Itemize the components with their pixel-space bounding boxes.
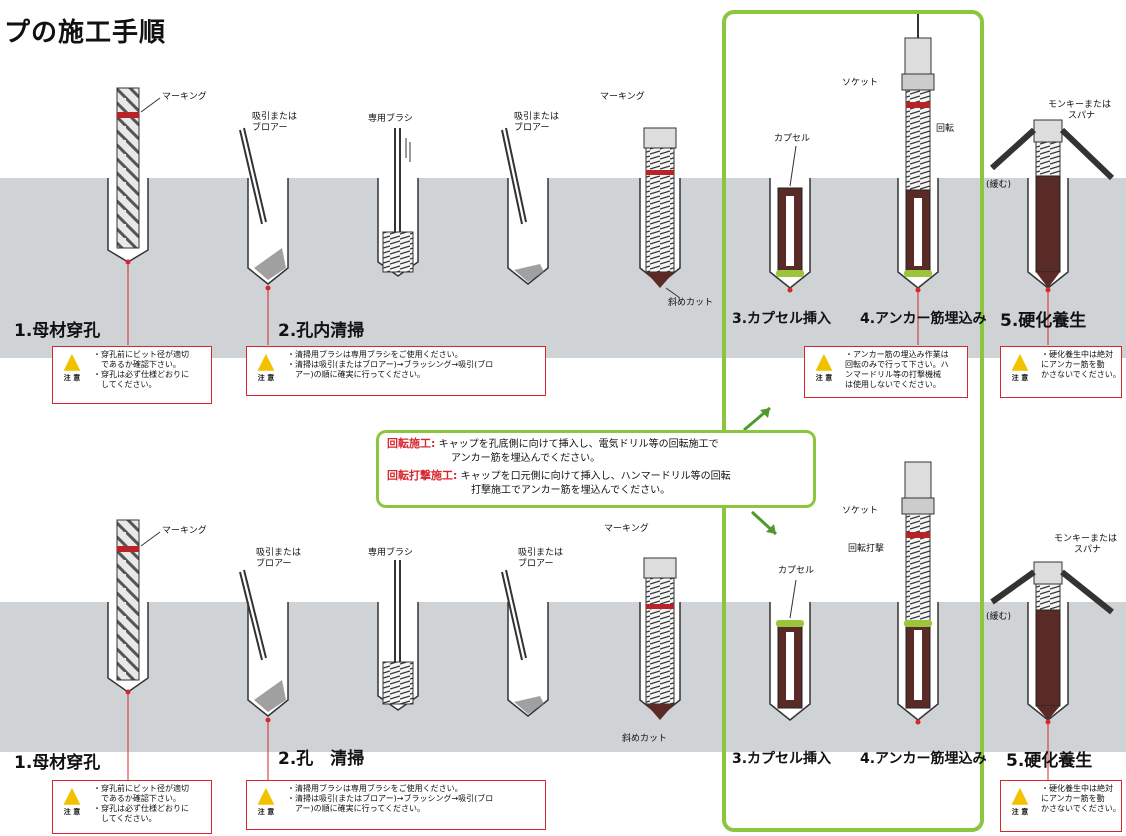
label-monkey-bottom-2: スパナ [1074,545,1102,555]
step-2-top: 2.孔内清掃 [278,321,365,341]
step-5-bottom: 5.硬化養生 [1006,751,1093,771]
label-socket-top: ソケット [842,78,879,88]
label-suction-bottom-4: ブロアー [518,559,554,569]
method-arrows [743,406,778,536]
label-loosen-top: (緩む) [986,180,1012,190]
step-3-top: 3.カプセル挿入 [732,311,832,327]
caution-clean-bottom: ▲注 意 ・清掃用ブラシは専用ブラシをご使用ください。 ・清掃は吸引(またはブロ… [246,780,546,830]
caution-icon: ▲注 意 [1011,783,1029,817]
label-rotary-impact: 回転打撃 [848,544,885,554]
hole-3-bottom [501,569,549,717]
method-rotary: 回転施工: キャップを孔底側に向けて挿入し、電気ドリル等の回転施工で アンカー筋… [387,437,719,464]
hole-1-top [107,87,161,345]
label-diagonal-cut-top: 斜めカット [668,298,714,308]
step-1-top: 1.母材穿孔 [14,321,101,341]
caution-icon: ▲注 意 [1011,349,1029,383]
caution-icon: ▲注 意 [257,349,275,383]
caution-clean-top: ▲注 意 ・清掃用ブラシは専用ブラシをご使用ください。 ・清掃は吸引(またはブロ… [246,346,546,396]
caution-cure-bottom: ▲注 意 ・硬化養生中は絶対 にアンカー筋を動 かさないでください。 [1000,780,1122,832]
label-monkey-bottom-1: モンキーまたは [1054,534,1118,544]
label-marking-top: マーキング [162,92,207,102]
label-suction-top-3: 吸引または [514,112,560,122]
caution-cure-top: ▲注 意 ・硬化養生中は絶対 にアンカー筋を動 かさないでください。 [1000,346,1122,398]
hole-brush-top [377,128,419,277]
hole-embed-bottom [897,461,939,725]
method-impact: 回転打撃施工: キャップを口元側に向けて挿入し、ハンマードリル等の回転 打撃施工… [387,469,731,496]
hole-brush-bottom [377,560,419,711]
hole-2-top [239,127,289,345]
hole-1-bottom [107,519,161,780]
caution-embed-top: ▲注 意 ・アンカー筋の埋込み作業は 回転のみで行って下さい。ハ ンマードリル等… [804,346,968,398]
label-suction-top-2: ブロアー [252,123,288,133]
hole-3-top [501,127,549,285]
label-capsule-bottom: カプセル [778,566,815,576]
label-brush-bottom: 専用ブラシ [368,548,413,558]
step-3-bottom: 3.カプセル挿入 [732,751,832,767]
step-4-top: 4.アンカー筋埋込み [860,311,987,327]
label-suction-bottom-2: ブロアー [256,559,292,569]
label-monkey-top-2: スパナ [1068,111,1096,121]
step-5-top: 5.硬化養生 [1000,311,1087,331]
hole-cure-bottom [990,561,1114,780]
caution-icon: ▲注 意 [63,783,81,817]
method-explanation-box: 回転施工: キャップを孔底側に向けて挿入し、電気ドリル等の回転施工で アンカー筋… [376,430,816,508]
caution-drill-bottom: ▲注 意 ・穿孔前にビット径が適切 であるか確認下さい。 ・穿孔は必ず仕様どおり… [52,780,212,834]
highlight-frame [722,10,984,832]
label-suction-top-4: ブロアー [514,123,550,133]
hole-cure-top [989,119,1115,345]
hole-anchor-bottom [639,557,681,720]
label-capsule-top: カプセル [774,134,811,144]
hole-capsule-bottom [769,579,811,721]
caution-icon: ▲注 意 [815,349,833,383]
caution-drill-top: ▲注 意 ・穿孔前にビット径が適切 であるか確認下さい。 ・穿孔は必ず仕様どおり… [52,346,212,404]
hole-anchor-top [639,127,681,299]
caution-icon: ▲注 意 [63,349,81,383]
step-4-bottom: 4.アンカー筋埋込み [860,751,987,767]
hole-embed-top [897,10,939,345]
page-title: プの施工手順 [4,18,167,48]
caution-icon: ▲注 意 [257,783,275,817]
label-marking-top-2: マーキング [600,92,645,102]
label-loosen-bottom: (緩む) [986,612,1012,622]
label-suction-top-1: 吸引または [252,112,298,122]
label-marking-bottom: マーキング [162,526,207,536]
label-monkey-top-1: モンキーまたは [1048,100,1112,110]
label-socket-bottom: ソケット [842,506,879,516]
label-brush-top: 専用ブラシ [368,114,413,124]
label-marking-bottom-2: マーキング [604,524,649,534]
step-2-bottom: 2.孔 清掃 [278,749,365,769]
hole-capsule-top [769,145,811,293]
label-suction-bottom-3: 吸引または [518,548,564,558]
step-1-bottom: 1.母材穿孔 [14,753,101,773]
label-suction-bottom-1: 吸引または [256,548,302,558]
label-diagonal-cut-bottom: 斜めカット [622,734,668,744]
hole-2-bottom [239,569,289,780]
label-rotation: 回転 [936,124,955,134]
